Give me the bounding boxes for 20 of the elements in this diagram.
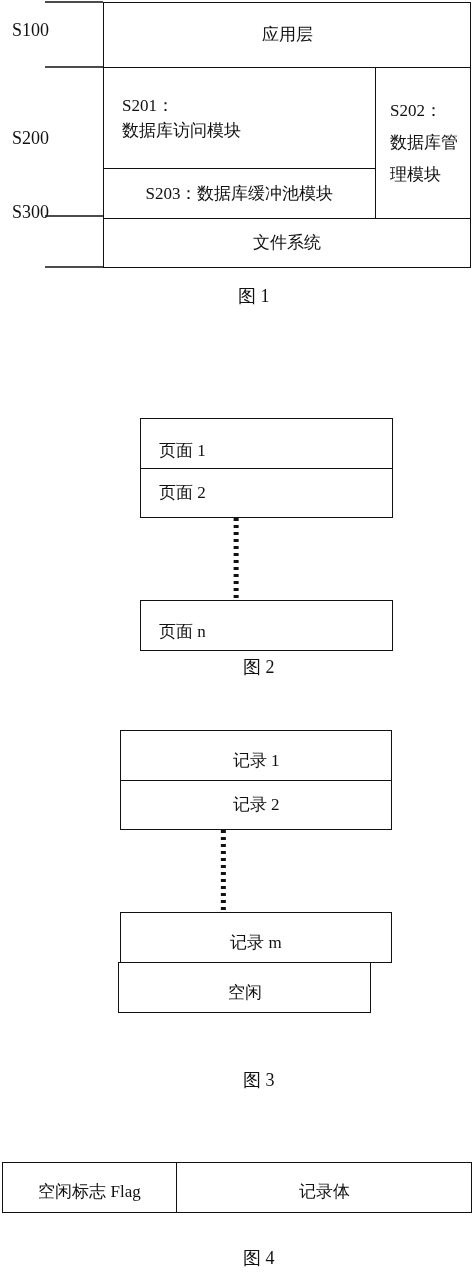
layer-box: 页面 1 xyxy=(140,418,393,469)
layer-box: 记录 m xyxy=(120,912,392,963)
layer-box: 页面 2 xyxy=(140,468,393,518)
layer-box: 空闲标志 Flag xyxy=(2,1162,177,1213)
layer-box: 空闲 xyxy=(118,962,371,1013)
dotted-connector xyxy=(233,518,239,600)
layer-box: 记录体 xyxy=(176,1162,472,1213)
figure-caption: 图 4 xyxy=(243,1247,275,1270)
layer-box: 记录 1 xyxy=(120,730,392,781)
layer-box: 应用层 xyxy=(103,2,471,68)
layer-label: S100 xyxy=(12,20,49,41)
layer-label: S200 xyxy=(12,128,49,149)
figure-caption: 图 2 xyxy=(243,656,275,679)
figure-caption: 图 1 xyxy=(238,285,270,308)
layer-box: 记录 2 xyxy=(120,780,392,830)
figure-caption: 图 3 xyxy=(243,1069,275,1092)
dotted-connector xyxy=(220,830,226,912)
layer-label: S300 xyxy=(12,202,49,223)
layer-box: 文件系统 xyxy=(103,218,471,268)
layer-box: 页面 n xyxy=(140,600,393,651)
